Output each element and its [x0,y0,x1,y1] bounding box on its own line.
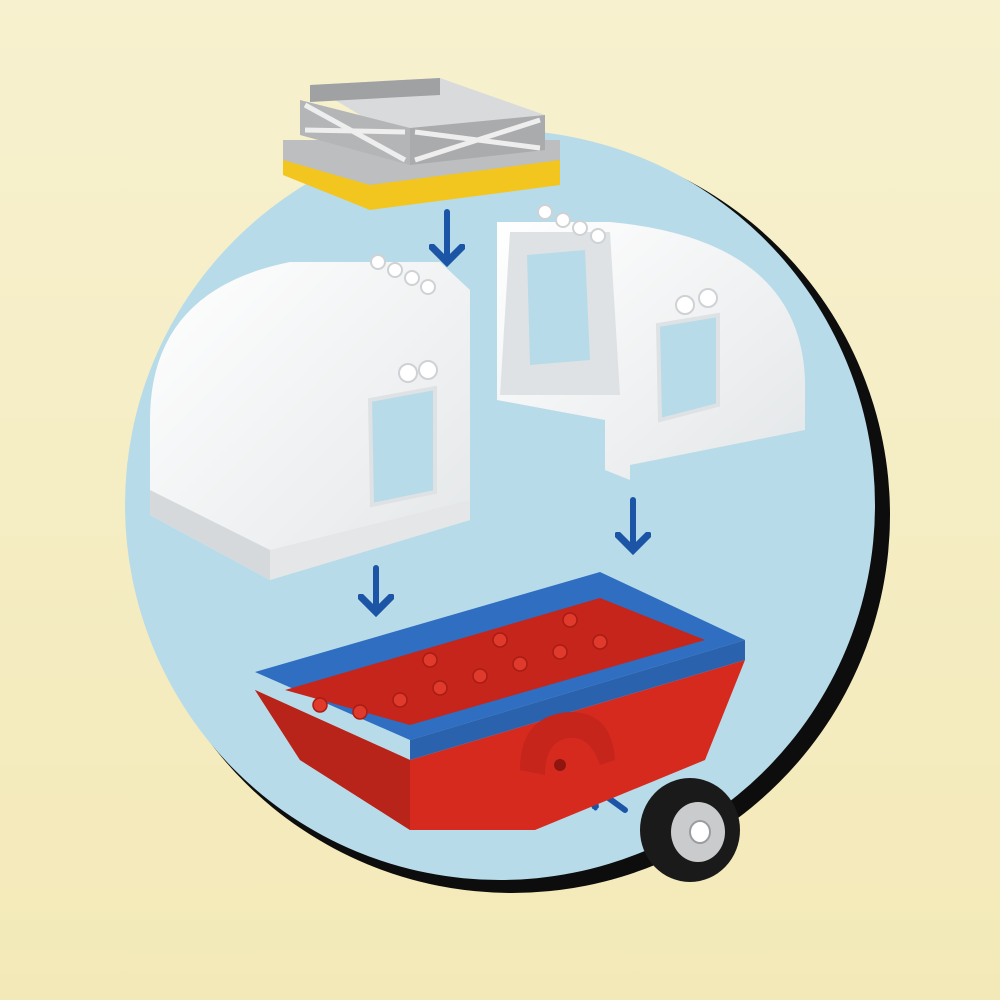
right-shell-piece [497,204,805,480]
roof-rack-piece [283,78,560,210]
trailer-base-piece [255,572,745,830]
wheel-piece [640,778,740,882]
left-shell-piece [150,254,470,580]
